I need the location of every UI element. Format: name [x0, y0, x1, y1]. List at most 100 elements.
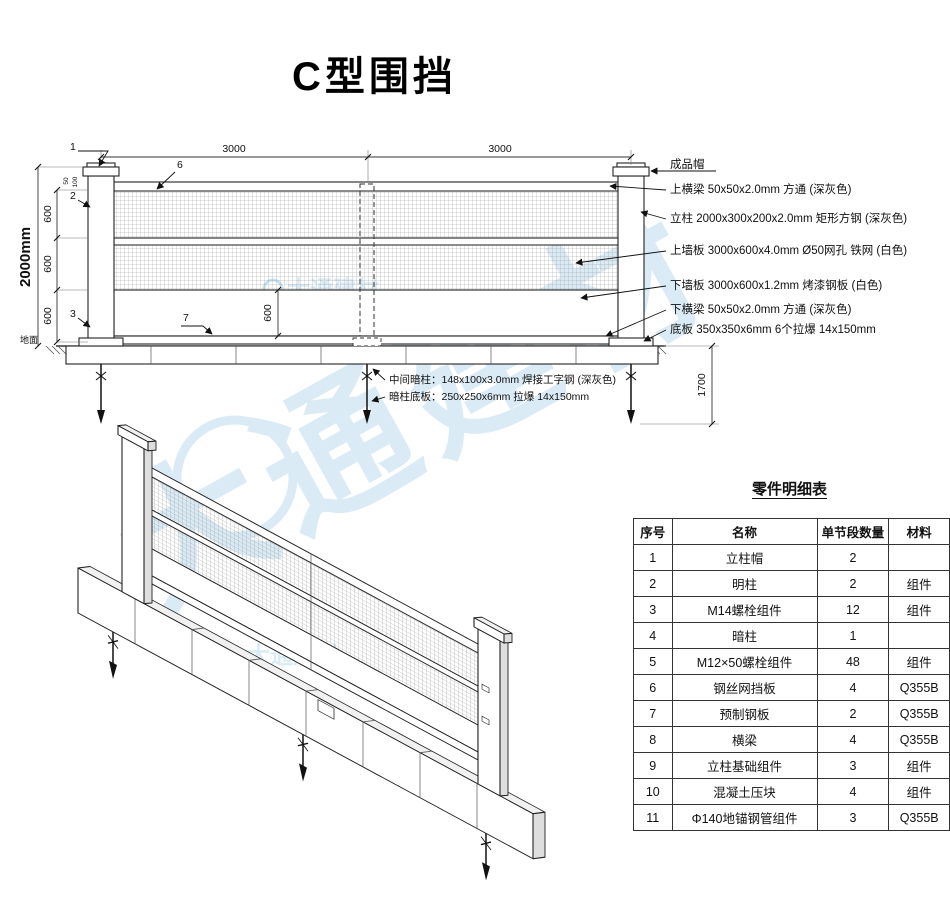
col-header-no: 序号	[633, 518, 673, 545]
mark-7: 7	[183, 312, 189, 324]
col-header-name: 名称	[671, 518, 818, 545]
cell-qty: 12	[816, 596, 890, 623]
callout-hidden-post-plate: 暗柱底板：250x250x6mm 拉爆 14x150mm	[389, 390, 589, 403]
cell-qty: 4	[816, 778, 890, 805]
cell-mat: Q355B	[888, 726, 950, 753]
cell-name: 混凝土压块	[671, 778, 818, 805]
cell-mat: 组件	[888, 596, 950, 623]
table-row: 4 暗柱 1	[633, 622, 950, 649]
base-blocks	[65, 345, 659, 365]
dim-span-right: 3000	[488, 143, 512, 155]
table-row: 7 预制钢板 2 Q355B	[633, 700, 950, 727]
page-title: C型围挡	[292, 55, 457, 99]
mark-6: 6	[177, 159, 183, 171]
solid-panel	[113, 289, 619, 337]
iso-stake-left	[107, 631, 119, 679]
dim-seg-1: 600	[42, 205, 54, 223]
dim-span-left: 3000	[222, 143, 246, 155]
iso-right-post	[473, 616, 513, 797]
dimensions: 3000 3000 600 600 600 2000mm 50 100	[17, 143, 719, 428]
iso-left-post	[117, 424, 157, 605]
cell-no: 7	[633, 700, 673, 727]
cell-no: 5	[633, 648, 673, 675]
iso-stake-right	[480, 832, 492, 881]
col-header-mat: 材料	[888, 518, 950, 545]
middle-rail	[113, 237, 619, 246]
cell-mat	[888, 544, 950, 571]
callout-top-rail: 上横梁 50x50x2.0mm 方通 (深灰色)	[670, 182, 852, 196]
cell-mat: 组件	[888, 778, 950, 805]
dim-small-50: 50	[63, 177, 70, 185]
table-row: 1 立柱帽 2	[633, 544, 950, 571]
iso-post-cap	[473, 617, 505, 644]
callout-upper-panel: 上墙板 3000x600x4.0mm Ø50网孔 铁网 (白色)	[670, 243, 907, 257]
cell-no: 4	[633, 622, 673, 649]
middle-hidden-post	[352, 183, 382, 347]
table-row: 9 立柱基础组件 3 组件	[633, 752, 950, 779]
iso-post-cap	[117, 424, 149, 452]
cell-qty: 3	[816, 752, 890, 779]
cell-qty: 4	[816, 726, 890, 753]
callout-post: 立柱 2000x300x200x2.0mm 矩形方钢 (深灰色)	[670, 211, 907, 225]
cell-qty: 1	[816, 622, 890, 649]
cell-qty: 48	[816, 648, 890, 675]
mark-3: 3	[70, 308, 76, 320]
dim-panel-600: 600	[262, 304, 274, 322]
mesh-panel-lower	[113, 244, 619, 291]
cell-mat	[888, 622, 950, 649]
cell-name: 横梁	[671, 726, 818, 753]
callout-base-plate: 底板 350x350x6mm 6个拉爆 14x150mm	[670, 322, 876, 336]
ground-label: 地面	[20, 334, 38, 345]
cell-qty: 4	[816, 674, 890, 701]
table-header-row: 序号 名称 单节段数量 材料	[633, 518, 950, 545]
ground-anchor-right	[625, 364, 637, 424]
cell-mat: 组件	[888, 752, 950, 779]
ground-hatch-left	[45, 345, 67, 355]
cell-name: 预制钢板	[671, 700, 818, 727]
ground-anchor-left	[95, 364, 107, 424]
cell-qty: 3	[816, 804, 890, 831]
table-row: 6 钢丝网挡板 4 Q355B	[633, 674, 950, 701]
cell-no: 1	[633, 544, 673, 571]
table-row: 5 M12×50螺栓组件 48 组件	[633, 648, 950, 675]
parts-table: 序号 名称 单节段数量 材料 1 立柱帽 2 2 明柱 2 组件 3 M14螺栓…	[633, 518, 950, 831]
dim-seg-2: 600	[42, 255, 54, 273]
left-post	[78, 162, 124, 347]
cell-no: 3	[633, 596, 673, 623]
parts-table-title: 零件明细表	[752, 481, 828, 498]
cell-qty: 2	[816, 570, 890, 597]
cell-mat: Q355B	[888, 700, 950, 727]
post-base-plate	[608, 337, 654, 347]
ground-anchor-middle	[361, 364, 373, 424]
top-rail	[113, 181, 619, 192]
cell-name: 明柱	[671, 570, 818, 597]
iso-stake-middle	[297, 734, 309, 782]
cell-name: Φ140地锚钢管组件	[671, 804, 818, 831]
cell-no: 8	[633, 726, 673, 753]
mid-callouts: 中间暗柱：148x100x3.0mm 焊接工字钢 (深灰色) 暗柱底板：250x…	[371, 368, 616, 403]
iso-base-bracket	[317, 699, 335, 720]
callout-lower-panel: 下墙板 3000x600x1.2mm 烤漆钢板 (白色)	[670, 278, 882, 292]
iso-bolt-plate	[481, 715, 490, 726]
mark-2: 2	[70, 190, 76, 202]
callouts: 成品帽 上横梁 50x50x2.0mm 方通 (深灰色) 立柱 2000x300…	[575, 158, 907, 342]
dim-seg-3: 600	[42, 307, 54, 325]
isometric-view	[77, 424, 546, 881]
cell-name: M12×50螺栓组件	[671, 648, 818, 675]
cell-no: 10	[633, 778, 673, 805]
cell-no: 6	[633, 674, 673, 701]
post-cap	[82, 166, 120, 177]
cell-name: 钢丝网挡板	[671, 674, 818, 701]
iso-panels	[143, 463, 479, 761]
cell-name: 立柱基础组件	[671, 752, 818, 779]
mesh-panel-upper	[113, 190, 619, 239]
table-row: 8 横梁 4 Q355B	[633, 726, 950, 753]
callout-cap: 成品帽	[670, 158, 705, 171]
cell-no: 9	[633, 752, 673, 779]
col-header-qty: 单节段数量	[816, 518, 890, 545]
post-cap	[612, 166, 650, 177]
cell-qty: 2	[816, 544, 890, 571]
dim-small-100: 100	[72, 176, 79, 187]
iso-bolt-plate	[481, 683, 490, 694]
